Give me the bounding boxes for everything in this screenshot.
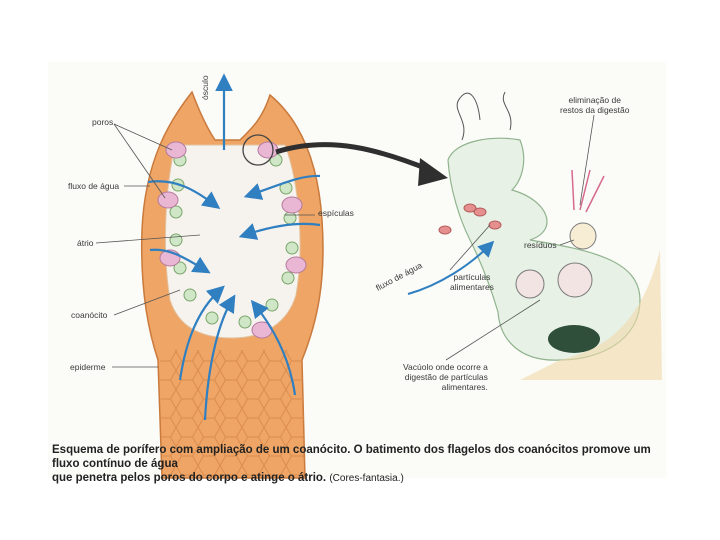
label-fluxo-de-agua: fluxo de água [68, 181, 119, 191]
caption-note: (Cores-fantasia.) [329, 473, 403, 484]
atrium-cavity [165, 145, 300, 338]
label-eliminacao-line1: eliminação de [560, 95, 629, 105]
label-particulas: partículas alimentares [450, 272, 494, 292]
choanocyte-zoom [439, 92, 662, 380]
label-poros: poros [92, 117, 113, 127]
label-coanocito: coanócito [71, 310, 107, 320]
label-vacuolo: Vacúolo onde ocorre a digestão de partíc… [403, 362, 488, 392]
figure-caption: Esquema de porífero com ampliação de um … [52, 443, 664, 486]
label-particulas-line1: partículas [450, 272, 494, 282]
caption-line2-wrap: que penetra pelos poros do corpo e ating… [52, 471, 664, 486]
label-vacuolo-line3: alimentares. [403, 382, 488, 392]
label-eliminacao: eliminação de restos da digestão [560, 95, 629, 115]
label-osculo: ósculo [200, 75, 210, 100]
label-espiculas: espículas [318, 208, 354, 218]
label-vacuolo-line2: digestão de partículas [403, 372, 488, 382]
label-particulas-line2: alimentares [450, 282, 494, 292]
label-eliminacao-line2: restos da digestão [560, 105, 629, 115]
label-atrio: átrio [77, 238, 94, 248]
label-epiderme: epiderme [70, 362, 105, 372]
label-residuos: resíduos [524, 240, 557, 250]
caption-line1: Esquema de porífero com ampliação de um … [52, 443, 664, 471]
caption-line2: que penetra pelos poros do corpo e ating… [52, 472, 326, 484]
label-vacuolo-line1: Vacúolo onde ocorre a [403, 362, 488, 372]
